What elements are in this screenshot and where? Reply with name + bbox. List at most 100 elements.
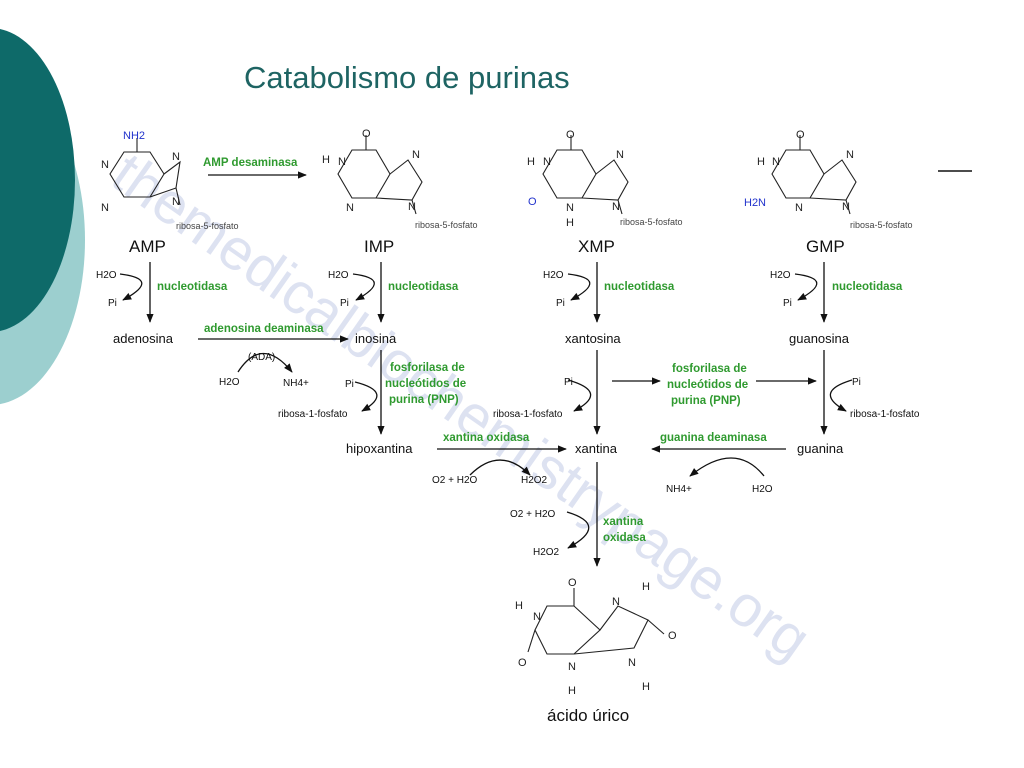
metabolite-adenosina: adenosina [113,331,174,346]
svg-text:N: N [101,202,109,214]
metabolite-guanina: guanina [797,441,844,456]
gmp-label: GMP [806,237,845,256]
amp-structure: NH2 N N N N ribosa-5-fosfato AMP [101,130,239,256]
pnp-xantosina-guanosina-step: Pi ribosa-1-fosfato fosforilasa de nucle… [493,350,920,435]
svg-text:N: N [772,156,780,168]
svg-text:N: N [795,202,803,214]
svg-text:N: N [533,611,541,623]
nucleotidasa-amp-step: H2O Pi nucleotidasa [96,262,228,323]
h2o-label: H2O [219,377,240,388]
guanina-deaminasa-label: guanina deaminasa [660,432,767,444]
ribosa1p-label: ribosa-1-fosfato [850,409,920,420]
h2o-label: H2O [752,484,773,495]
adenosina-deaminasa-step: adenosina deaminasa (ADA) H2O NH4+ [198,323,349,389]
ada-label: (ADA) [248,352,275,363]
pi-label: Pi [564,377,573,388]
o2-h2o-label: O2 + H2O [432,475,478,486]
xmp-label: XMP [578,237,615,256]
svg-text:N: N [846,149,854,161]
svg-text:O: O [518,657,527,669]
amp-label: AMP [129,237,166,256]
pnp-line1-label: fosforilasa de [390,362,465,374]
pnp-line3-label: purina (PNP) [671,395,741,407]
svg-text:N: N [612,201,620,213]
slide-title: Catabolismo de purinas [244,60,570,95]
svg-text:N: N [346,202,354,214]
svg-text:N: N [842,201,850,213]
xantina-oxidasa-label: xantina oxidasa [443,432,530,444]
h2o2-label: H2O2 [533,547,560,558]
svg-text:O: O [568,577,577,589]
pi-label: Pi [345,379,354,390]
o2-h2o-label: O2 + H2O [510,509,556,520]
metabolite-guanosina: guanosina [789,331,850,346]
amp-ribose: ribosa-5-fosfato [176,221,239,231]
guanina-deaminasa-step: guanina deaminasa NH4+ H2O [651,432,786,495]
imp-ribose: ribosa-5-fosfato [415,220,478,230]
nucleotidasa-label: nucleotidasa [157,281,228,293]
imp-structure: O H N N N N ribosa-5-fosfato IMP [322,128,478,256]
svg-text:N: N [101,159,109,171]
svg-text:O: O [528,196,537,208]
h2o-label: H2O [96,270,117,281]
pnp-line2-label: nucleótidos de [667,379,748,391]
h2o-label: H2O [770,270,791,281]
nucleotidasa-label: nucleotidasa [832,281,903,293]
svg-text:N: N [172,151,180,163]
metabolite-hipoxantina: hipoxantina [346,441,413,456]
pnp-line1-label: fosforilasa de [672,363,747,375]
metabolite-inosina: inosina [355,331,397,346]
xantina-oxidasa-step-2: O2 + H2O H2O2 xantina oxidasa [510,462,646,567]
svg-text:N: N [612,596,620,608]
pi-label: Pi [108,298,117,309]
svg-text:N: N [412,149,420,161]
nucleotidasa-imp-step: H2O Pi nucleotidasa [328,262,459,323]
nucleotidasa-label: nucleotidasa [604,281,675,293]
nucleotidasa-gmp-step: H2O Pi nucleotidasa [770,262,903,323]
svg-text:N: N [408,201,416,213]
imp-label: IMP [364,237,394,256]
h2o-label: H2O [328,270,349,281]
pnp-inosina-step: Pi ribosa-1-fosfato fosforilasa de nucle… [278,350,466,435]
svg-text:O: O [668,630,677,642]
svg-text:H: H [515,600,523,612]
h2o2-label: H2O2 [521,475,548,486]
svg-text:N: N [616,149,624,161]
pnp-line3-label: purina (PNP) [389,394,459,406]
enzyme-amp-desaminasa: AMP desaminasa [203,157,298,169]
nh4-label: NH4+ [666,484,692,495]
xmp-ribose: ribosa-5-fosfato [620,217,683,227]
xantina-oxidasa-step-1: xantina oxidasa O2 + H2O H2O2 [432,432,567,486]
ribosa1p-label: ribosa-1-fosfato [493,409,563,420]
xmp-structure: O H N O N H N N ribosa-5-fosfato XMP [527,129,683,256]
svg-text:N: N [566,202,574,214]
svg-text:N: N [543,156,551,168]
svg-text:O: O [796,129,805,141]
slide-decoration [0,29,85,405]
svg-text:H: H [322,154,330,166]
svg-text:H: H [566,217,574,229]
svg-text:H: H [568,685,576,697]
adenosina-deaminasa-label: adenosina deaminasa [204,323,324,335]
nh4-label: NH4+ [283,378,309,389]
svg-text:N: N [628,657,636,669]
gmp-structure: O H N H2N N N N ribosa-5-fosfato GMP [744,129,913,256]
svg-text:H: H [527,156,535,168]
uric-acid-structure: O H N O N H N H O N H ácido úrico [515,577,677,725]
svg-text:N: N [338,156,346,168]
decor-circle-dark [0,29,75,331]
amp-nh2: NH2 [123,130,145,142]
gmp-ribose: ribosa-5-fosfato [850,220,913,230]
xo-line2-label: oxidasa [603,532,646,544]
uric-acid-label: ácido úrico [547,706,629,725]
xo-line1-label: xantina [603,516,644,528]
pi-label: Pi [340,298,349,309]
svg-text:N: N [172,196,180,208]
gmp-h2n: H2N [744,197,766,209]
nucleotidasa-label: nucleotidasa [388,281,459,293]
svg-text:H: H [642,681,650,693]
pnp-line2-label: nucleótidos de [385,378,466,390]
svg-text:N: N [568,661,576,673]
metabolite-xantina: xantina [575,441,618,456]
